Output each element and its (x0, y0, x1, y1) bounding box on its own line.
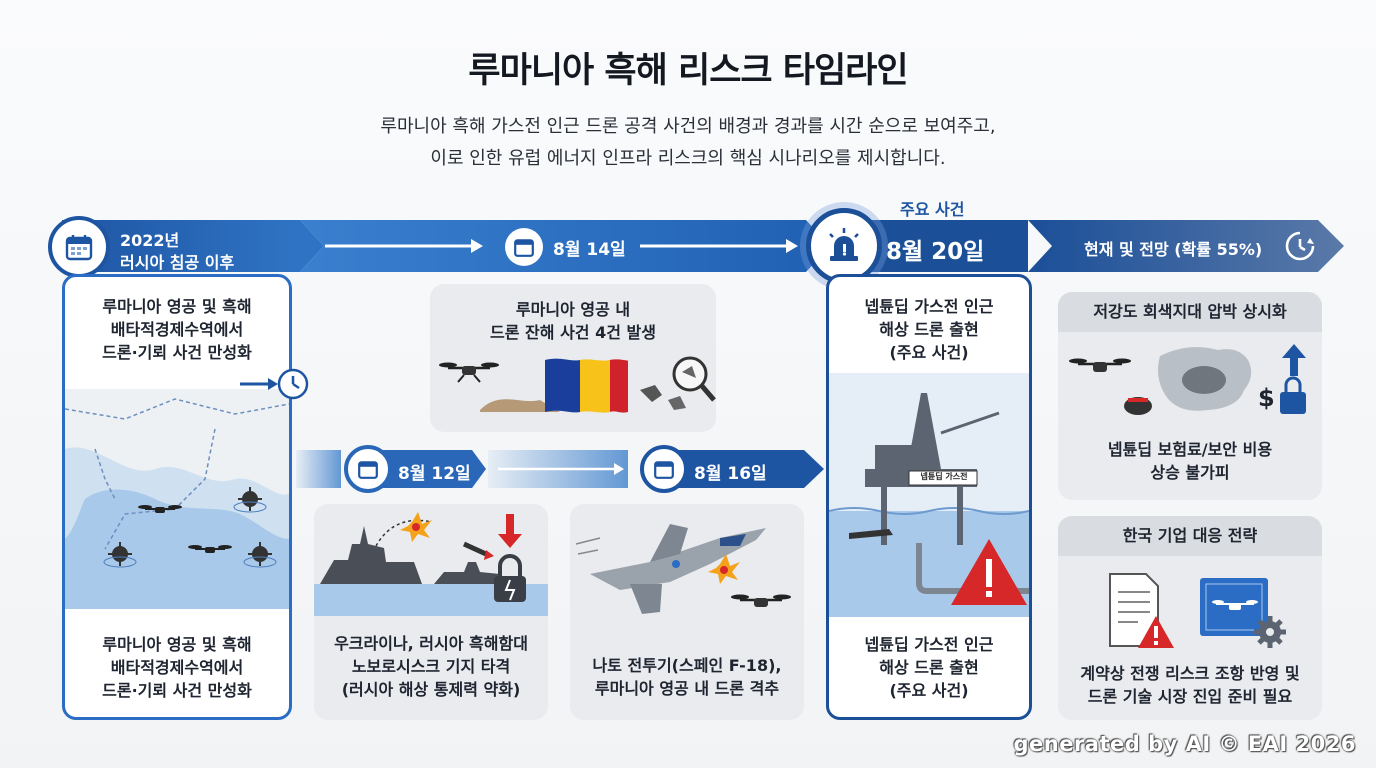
outlook-card-1-line1: 넵튠딥 보험료/보안 비용 (1107, 440, 1273, 459)
calendar-icon (505, 228, 543, 266)
svg-text:$: $ (1258, 384, 1275, 412)
outlook-card-2: 한국 기업 대응 전략 계약상 전쟁 리스크 조항 반영 및 드론 기술 시장 … (1058, 516, 1322, 720)
clock-icon (1284, 230, 1316, 262)
outlook-card-2-line1: 계약상 전쟁 리스크 조항 반영 및 (1080, 664, 1300, 683)
start-bottom-line2: 배타적경제수역에서 (110, 658, 244, 677)
watermark: generated by AI © EAI 2026 (1013, 732, 1356, 756)
outlook-label: 현재 및 전망 (확률 55%) (1084, 240, 1263, 259)
aug16-card: 나토 전투기(스페인 F-18), 루마니아 영공 내 드론 격추 (570, 504, 804, 720)
document-icon (1109, 573, 1159, 647)
aug20-bottom-line1: 넵튠딥 가스전 인근 (864, 635, 994, 654)
row2-pill-aug16 (668, 450, 824, 488)
drone-icon (188, 545, 232, 553)
drone-icon (731, 594, 791, 607)
clock-icon (240, 366, 310, 406)
sea-mine-icon (103, 542, 137, 568)
start-top-line1: 루마니아 영공 및 흑해 (102, 297, 252, 316)
warning-icon (951, 539, 1027, 605)
aug16-label: 8월 16일 (694, 464, 767, 484)
start-label-line1: 2022년 (120, 231, 180, 250)
start-panel: 루마니아 영공 및 흑해 배타적경제수역에서 드론·기뢰 사건 만성화 루마니아… (62, 274, 292, 720)
warning-icon (1138, 616, 1174, 648)
aug14-text-line1: 루마니아 영공 내 (515, 300, 631, 319)
aug12-text-line2: 노보로시스크 기지 타격 (351, 657, 511, 676)
siren-icon (806, 208, 882, 284)
drone-icon (138, 505, 182, 513)
fighter-jet (590, 524, 766, 614)
aug14-illustration (439, 356, 716, 413)
aug12-illustration (314, 512, 548, 616)
calendar-icon (344, 445, 392, 493)
lock-icon (494, 554, 526, 602)
outlook-card-1-illustration: $ (1069, 344, 1306, 415)
drone-icon (439, 362, 499, 383)
aug12-label: 8월 12일 (398, 464, 471, 484)
aug20-top-line1: 넵튠딥 가스전 인근 (864, 297, 994, 316)
aug12-text-line3: (러시아 해상 통제력 약화) (341, 680, 521, 699)
magnifier-icon (672, 356, 716, 402)
drone-icon (1069, 358, 1131, 372)
lock-icon (1280, 376, 1306, 414)
sea-mine-icon (243, 542, 277, 568)
calendar-icon (640, 445, 688, 493)
outlook-card-1-line2: 상승 불가피 (1150, 463, 1230, 482)
subtitle-line-1: 루마니아 흑해 가스전 인근 드론 공격 사건의 배경과 경과를 시간 순으로 … (380, 116, 996, 137)
outlook-card-2-header: 한국 기업 대응 전략 (1058, 516, 1322, 556)
aug20-bottom-line2: 해상 드론 출현 (879, 658, 979, 677)
start-top-line2: 배타적경제수역에서 (110, 320, 244, 339)
dollar-icon: $ (1258, 384, 1275, 412)
blueprint-icon (1200, 578, 1268, 636)
band-arrow-2 (640, 239, 798, 253)
outlook-card-1: 저강도 회색지대 압박 상시화 $ 넵튠딥 보험료/보안 비용 상승 불가피 (1058, 292, 1322, 500)
aug16-text-line1: 나토 전투기(스페인 F-18), (592, 656, 782, 675)
band-arrow-1 (325, 239, 483, 253)
band-outlook-shape (1028, 220, 1344, 272)
aug20-top-line2: 해상 드론 출현 (879, 320, 979, 339)
start-top-line3: 드론·기뢰 사건 만성화 (102, 343, 252, 362)
black-sea-map (65, 389, 289, 609)
outlook-card-2-line2: 드론 기술 시장 진입 준비 필요 (1087, 687, 1293, 706)
calendar-icon (48, 216, 110, 278)
aug20-top-line3: (주요 사건) (889, 343, 969, 362)
start-label-line2: 러시아 침공 이후 (120, 253, 235, 272)
band-mid-shape (300, 220, 830, 272)
row2-pill-aug12 (372, 450, 486, 488)
start-bottom-line1: 루마니아 영공 및 흑해 (102, 635, 252, 654)
row2-connector (296, 450, 341, 488)
aug20-bottom-line3: (주요 사건) (889, 681, 969, 700)
warning-icon (498, 514, 522, 548)
platform-sign: 넵튠딥 가스전 (920, 472, 968, 481)
subtitle-line-2: 이로 인한 유럽 에너지 인프라 리스크의 핵심 시나리오를 제시합니다. (430, 148, 946, 169)
aug14-card: 루마니아 영공 내 드론 잔해 사건 4건 발생 (430, 284, 716, 432)
outlook-card-2-illustration (1109, 573, 1286, 648)
aug20-panel: 넵튠딥 가스전 인근 해상 드론 출현 (주요 사건) 넵튠딥 가스전 넵튠딥 … (826, 274, 1032, 720)
start-bottom-line3: 드론·기뢰 사건 만성화 (102, 681, 252, 700)
sea-mine-icon (233, 487, 267, 513)
outlook-card-1-header: 저강도 회색지대 압박 상시화 (1058, 292, 1322, 332)
gear-icon (1254, 616, 1286, 648)
row2-arrow (498, 463, 624, 475)
aug14-text-line2: 드론 잔해 사건 4건 발생 (490, 323, 656, 342)
aug20-label: 8월 20일 (886, 239, 985, 265)
aug20-tag: 주요 사건 (900, 200, 965, 219)
sea-drone (849, 529, 893, 539)
aug16-text-line2: 루마니아 영공 내 드론 격추 (594, 679, 780, 698)
romania-flag (545, 358, 629, 413)
aug12-card: 우크라이나, 러시아 흑해함대 노보로시스크 기지 타격 (러시아 해상 통제력… (314, 504, 548, 720)
aug16-illustration (575, 524, 791, 614)
gas-platform-illustration (829, 373, 1029, 617)
page-title: 루마니아 흑해 리스크 타임라인 (468, 51, 908, 91)
aug14-label: 8월 14일 (553, 240, 626, 260)
sea-mine-icon (1124, 397, 1152, 415)
aug12-text-line1: 우크라이나, 러시아 흑해함대 (334, 634, 528, 653)
